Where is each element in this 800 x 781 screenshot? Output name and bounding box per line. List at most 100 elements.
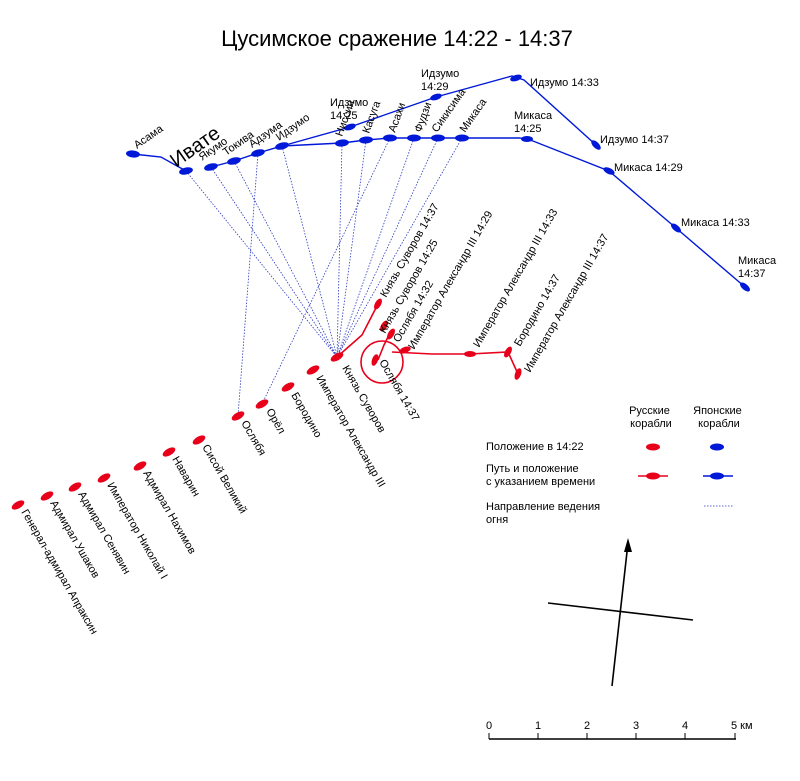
- label-borodino: Бородино: [288, 391, 323, 440]
- izumo-1425-marker: [344, 123, 356, 131]
- label-asahi: Асахи: [387, 101, 409, 134]
- scale-tick-label: 3: [633, 720, 639, 732]
- oslyabya-1437-marker: [371, 354, 379, 366]
- russian-ship-suvorov: [330, 352, 344, 362]
- fire-line: [281, 145, 338, 358]
- compass: [547, 538, 694, 687]
- japanese-ships: [126, 74, 750, 292]
- suvorov-1437-marker: [374, 298, 382, 310]
- map-title: Цусимское сражение 14:22 - 14:37: [221, 26, 573, 51]
- fire-line: [336, 137, 463, 358]
- russian-ship-senyavin: [68, 482, 82, 492]
- fire-line: [336, 137, 415, 358]
- japanese-ship-tokiwa: [227, 157, 241, 165]
- oslyabya-1432-marker: [387, 328, 395, 340]
- compass-east-axis: [547, 602, 694, 621]
- russian-ship-sisoi: [192, 435, 206, 445]
- japanese-tracks: [132, 75, 746, 288]
- mikasa-1433-label: Микаса 14:33: [681, 217, 750, 229]
- russian-ship-nakhimov: [133, 461, 147, 471]
- borodino-1437-marker: [504, 346, 512, 358]
- izumo-track: [281, 75, 597, 147]
- fire-line: [336, 137, 439, 358]
- suvorov-1425-marker: [380, 320, 388, 332]
- fire-line: [261, 137, 391, 405]
- scale-tick-label: 0: [486, 720, 492, 732]
- fire-line: [185, 170, 338, 358]
- label-navarin: Наварин: [169, 455, 202, 499]
- label-oslyabya: Ослябя: [238, 419, 268, 458]
- fire-line: [336, 139, 367, 358]
- japanese-ship-mikasa: [455, 134, 469, 142]
- fire-line: [336, 142, 343, 358]
- japanese-ship-kasuga: [359, 136, 373, 144]
- north-arrow-icon: [624, 538, 632, 552]
- label-asama: Асама: [132, 122, 166, 151]
- japanese-ship-asahi: [383, 134, 397, 142]
- izumo-1429-marker: [430, 93, 442, 101]
- japanese-ship-azuma: [251, 149, 265, 157]
- legend-russian-header: Русские корабли: [629, 405, 673, 430]
- russian-ship-alexander: [306, 365, 320, 375]
- izumo-1433-label: Идзумо 14:33: [530, 77, 599, 89]
- alexander-track: [391, 351, 519, 375]
- izumo-1437-label: Идзумо 14:37: [600, 134, 669, 146]
- russian-ship-labels: Князь Суворов Император Александр III Бо…: [18, 364, 387, 637]
- legend-russian-position-icon: [646, 443, 660, 451]
- mikasa-1437-marker: [740, 282, 750, 292]
- izumo-1433-marker: [510, 74, 522, 82]
- japanese-ship-shikishima: [431, 134, 445, 142]
- mikasa-1433-marker: [671, 223, 681, 233]
- scale-tick-label: 4: [682, 720, 688, 732]
- russian-ship-orel: [255, 399, 269, 409]
- oslyabya-1437-label: Ослябя 14:37: [376, 358, 421, 424]
- compass-north-axis: [611, 542, 629, 687]
- suvorov-track: [336, 303, 379, 358]
- scale-bar: 0 1 2 3 4 5 км: [486, 720, 753, 740]
- legend-path-text: Путь и положение: [486, 463, 579, 475]
- japanese-ship-izumo: [275, 142, 289, 150]
- mikasa-track: [462, 137, 746, 288]
- alexander-1429-marker: [399, 346, 411, 354]
- russian-ship-navarin: [162, 447, 176, 457]
- fire-line: [237, 152, 259, 417]
- label-orel: Орёл: [263, 407, 287, 437]
- russian-ships: [11, 298, 522, 510]
- legend-japanese-path-icon: [710, 472, 724, 480]
- russian-track-labels: Князь Суворов 14:37 Князь Суворов 14:25 …: [376, 202, 611, 424]
- legend-japanese-position-icon: [710, 443, 724, 451]
- legend-russian-path-icon: [646, 472, 660, 480]
- alexander-1437-marker: [514, 368, 522, 380]
- japanese-ship-iwate: [179, 167, 193, 175]
- russian-ship-oslyabya: [231, 411, 245, 421]
- japanese-ship-asama: [126, 150, 140, 158]
- fire-line: [233, 160, 338, 358]
- japanese-ship-nisshin: [335, 139, 349, 147]
- mikasa-1425-marker: [521, 136, 533, 142]
- izumo-1437-marker: [591, 140, 601, 150]
- japanese-line-formation: [132, 153, 187, 172]
- legend-fire-text: Направление ведения: [486, 501, 600, 513]
- scale-tick-label: 2: [584, 720, 590, 732]
- japanese-ship-yakumo: [204, 163, 218, 171]
- russian-ship-apraksin: [11, 500, 25, 510]
- suvorov-circling-track: [360, 340, 404, 384]
- mikasa-1429-marker: [603, 167, 615, 175]
- fire-lines: [185, 137, 463, 417]
- legend-position-label: Положение в 14:22: [486, 441, 584, 453]
- label-sisoi: Сисой Великий: [199, 443, 248, 516]
- russian-ship-nikolai: [97, 473, 111, 483]
- japanese-line-formation: [210, 137, 462, 168]
- alexander-1433-marker: [464, 351, 476, 357]
- legend-fire-label: Направление ведения огня: [486, 501, 603, 526]
- russian-ship-borodino: [281, 382, 295, 392]
- legend-path-label: Путь и положение с указанием времени: [486, 463, 595, 488]
- russian-ship-ushakov: [40, 491, 54, 501]
- japanese-ship-fuji: [407, 134, 421, 142]
